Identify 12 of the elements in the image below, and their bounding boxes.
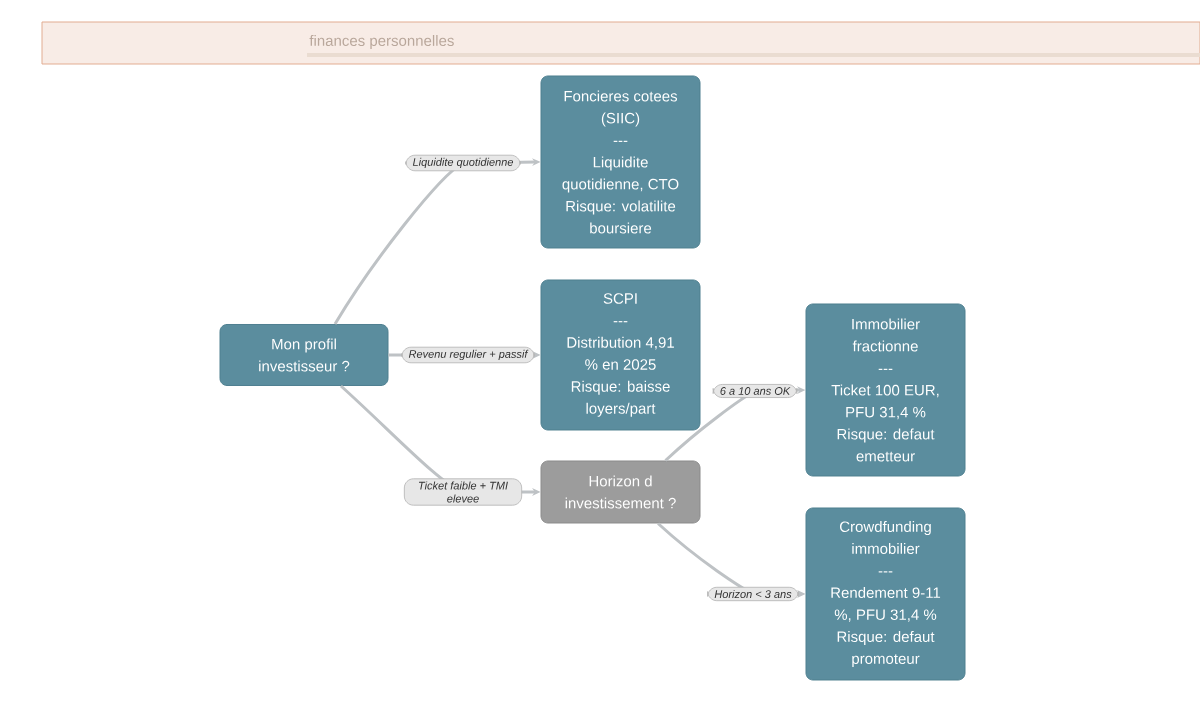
process-box: Mon profil investisseur ? xyxy=(219,324,389,386)
process-box: SCPI --- Distribution 4,91 % en 2025 Risque: baisse loyers/part xyxy=(540,279,701,431)
process-box: Crowdfunding immobilier --- Rendement 9-11 %, PFU 31,4 % Risque: defaut promoteur xyxy=(805,507,966,681)
tagline: finances personnelles xyxy=(309,35,454,49)
edge-label: Liquidite quotidienne xyxy=(405,154,521,172)
process-box: Foncieres cotees (SIIC) --- Liquidite quotidienne, CTO Risque: volatilite boursiere xyxy=(540,75,701,249)
edge-label: Revenu regulier + passif xyxy=(401,346,535,364)
question-box: Horizon d investissement ? xyxy=(540,460,701,524)
edge-label: Ticket faible + TMI elevee xyxy=(403,478,523,506)
edge-label: 6 a 10 ans OK xyxy=(712,384,798,398)
process-box: Immobilier fractionne --- Ticket 100 EUR, PFU 31,4 % Risque: defaut emetteur xyxy=(805,303,966,477)
edge-label: Horizon < 3 ans xyxy=(707,586,799,602)
